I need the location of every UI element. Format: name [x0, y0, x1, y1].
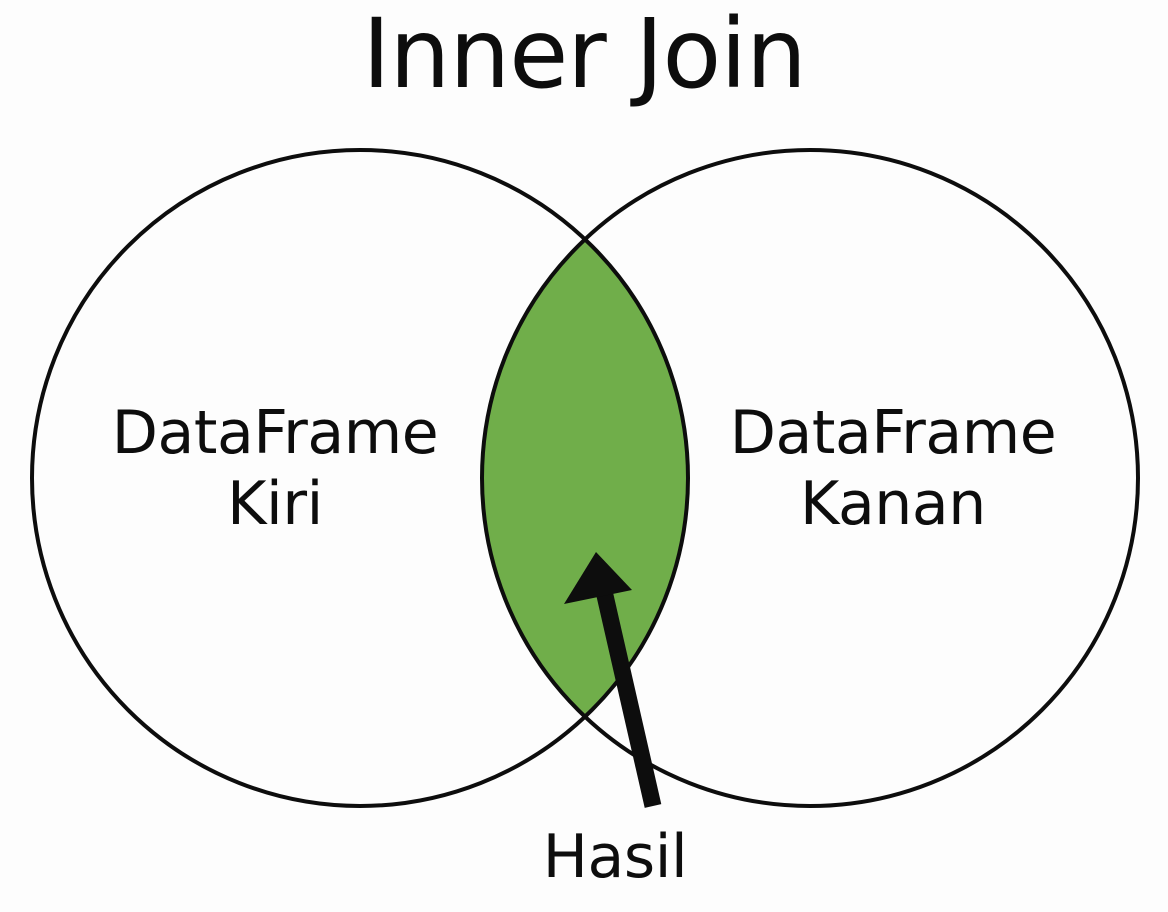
result-label: Hasil	[542, 822, 688, 892]
right-circle-outline	[480, 148, 1140, 808]
arrow-head	[564, 552, 632, 604]
result-arrow	[564, 552, 662, 808]
left-dataframe-label: DataFrame Kiri	[111, 398, 439, 539]
page-title: Inner Join	[362, 0, 807, 110]
arrow-shaft	[592, 576, 662, 808]
left-circle-outline	[30, 148, 690, 808]
right-dataframe-label: DataFrame Kanan	[729, 398, 1057, 539]
